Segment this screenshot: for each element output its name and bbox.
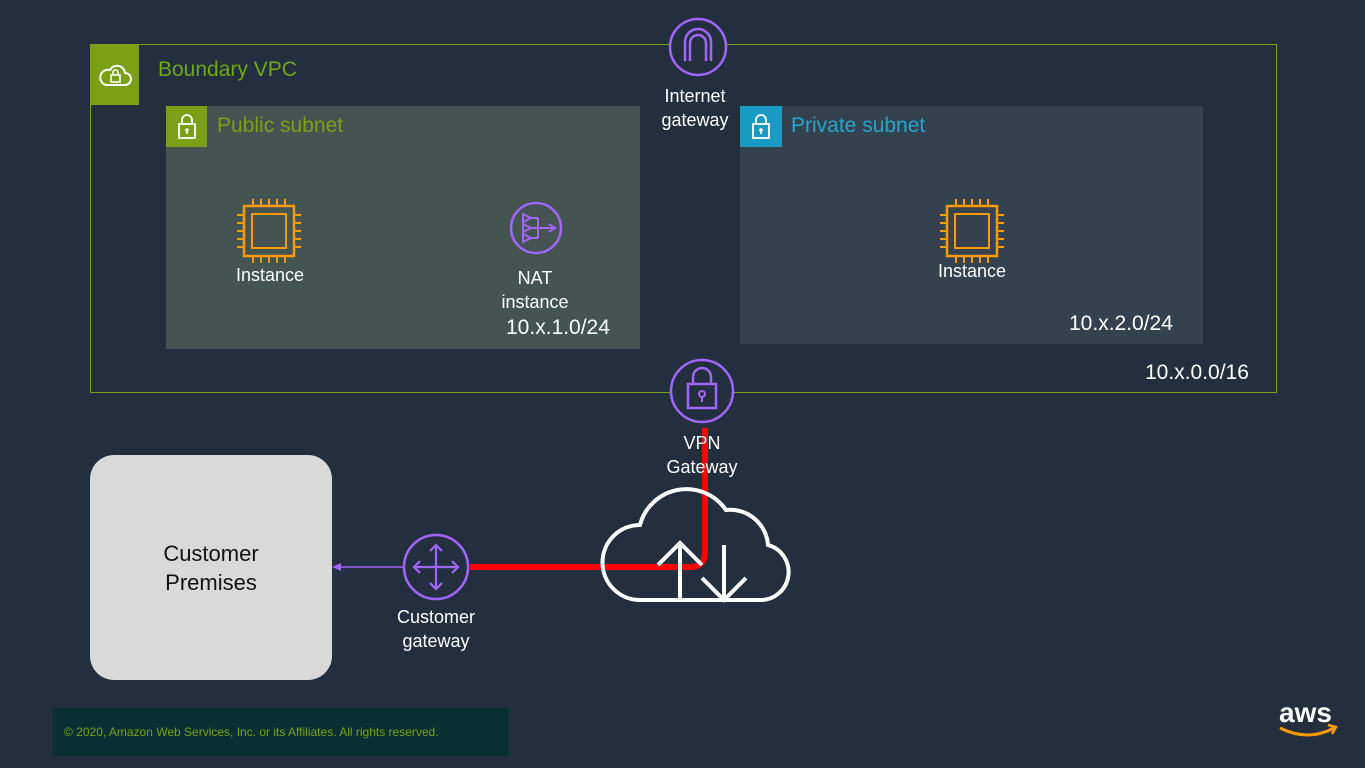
private-instance-label: Instance [937,261,1007,281]
internet-cloud-icon [600,487,791,603]
customer-gateway-label: Customer gateway [396,607,476,651]
customer-gateway-icon [402,533,470,601]
public-subnet-title: Public subnet [217,114,344,137]
nat-instance-label: NAT instance [501,268,569,312]
svg-text:aws: aws [1279,697,1332,728]
premises-arrow [332,563,403,571]
copyright-footer: © 2020, Amazon Web Services, Inc. or its… [53,708,509,756]
cloud-lock-icon [99,64,132,86]
lock-icon [752,113,770,139]
vpn-gateway-label: VPN Gateway [666,433,738,477]
private-subnet-badge [740,106,782,147]
vpn-gateway-icon [669,358,735,424]
private-subnet-title: Private subnet [791,114,926,137]
public-subnet-cidr: 10.x.1.0/24 [506,316,610,339]
internet-gateway-label: Internet gateway [661,86,729,130]
aws-logo: aws [1279,697,1338,737]
ec2-instance-icon [237,199,301,263]
internet-gateway-icon [668,17,728,77]
customer-premises: Customer Premises [90,455,332,680]
ec2-instance-icon [940,199,1004,263]
public-subnet-badge [166,106,207,147]
lock-icon [177,113,196,139]
private-subnet [740,106,1203,344]
vpc-title: Boundary VPC [158,58,297,81]
private-subnet-cidr: 10.x.2.0/24 [1069,312,1173,335]
vpc-badge [91,45,139,105]
public-instance-label: Instance [235,265,305,285]
nat-icon [509,201,563,255]
vpc-cidr: 10.x.0.0/16 [1145,361,1249,384]
